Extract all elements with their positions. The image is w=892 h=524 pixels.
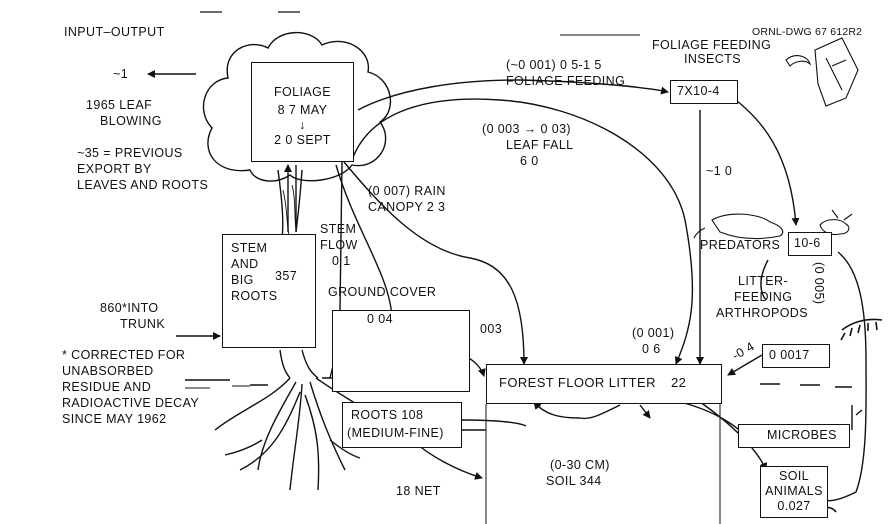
arthropods-label-3: ARTHROPODS: [716, 306, 808, 321]
predators-flux: (0 005): [811, 262, 826, 304]
foliage-may-value: 8 7 MAY: [252, 103, 353, 118]
foliage-arrow: ↓: [252, 118, 353, 133]
previous-export-2: EXPORT BY: [77, 162, 152, 177]
stem-flow-value: 0 1: [332, 254, 351, 269]
previous-export-1: ~35 = PREVIOUS: [77, 146, 183, 161]
ground-cover-value: 0 04: [367, 312, 393, 327]
ground-cover-label: GROUND COVER: [328, 285, 436, 300]
stem-label-4: ROOTS: [231, 289, 277, 304]
insect-sketch: [786, 38, 858, 106]
predators-label: PREDATORS: [700, 238, 780, 253]
insects-label-1: FOLIAGE FEEDING: [652, 38, 771, 53]
foliage-feeding-flux-2: FOLIAGE FEEDING: [506, 74, 625, 89]
insects-value: 7x10-4: [677, 84, 720, 99]
previous-export-3: LEAVES AND ROOTS: [77, 178, 208, 193]
arthropods-label-2: FEEDING: [734, 290, 792, 305]
footnote-1: * CORRECTED FOR: [62, 348, 185, 363]
trunk-input-2: TRUNK: [120, 317, 165, 332]
leaf-blowing-note-2: BLOWING: [100, 114, 162, 129]
footnote-4: RADIOACTIVE DECAY: [62, 396, 199, 411]
predators-box: 10-6: [788, 232, 832, 256]
stem-label-2: AND: [231, 257, 259, 272]
soil-animals-box: SOIL ANIMALS 0.027: [760, 466, 828, 518]
leaf-loss-value: ~1: [113, 67, 128, 82]
stem-box: STEM AND BIG ROOTS 357: [222, 234, 316, 348]
foliage-feeding-flux-1: (~0 001) 0 5-1 5: [506, 58, 602, 73]
insect-flux: ~1 0: [706, 164, 732, 179]
roots-net-flux: 18 NET: [396, 484, 441, 499]
foliage-box: FOLIAGE 8 7 MAY ↓ 2 0 SEPT: [251, 62, 354, 162]
page-title: INPUT–OUTPUT: [64, 25, 165, 40]
leaf-fall-1: (0 003 → 0 03): [482, 122, 571, 137]
soil-line-1: (0-30 cm): [550, 458, 610, 473]
trunk-input-1: 860*INTO: [100, 301, 159, 316]
litter-flux-1: (0 001): [632, 326, 674, 341]
stem-label-1: STEM: [231, 241, 267, 256]
stem-flow-2: FLOW: [320, 238, 358, 253]
roots-line-1: ROOTS 108: [351, 408, 423, 423]
foliage-sept-value: 2 0 SEPT: [252, 133, 353, 148]
litter-value: 22: [671, 375, 686, 390]
microbes-box: MICROBES: [738, 424, 850, 448]
arthropod-sketch: [841, 319, 882, 340]
arthropods-box: 0 0017: [762, 344, 830, 368]
arthropods-value: 0 0017: [769, 348, 810, 363]
stem-value: 357: [275, 269, 297, 284]
soil-line-2: SOIL 344: [546, 474, 602, 489]
soil-animals-label-2: ANIMALS: [761, 484, 827, 499]
insects-box: 7x10-4: [670, 80, 738, 104]
ground-cover-flux: 003: [480, 322, 502, 337]
stem-label-3: BIG: [231, 273, 254, 288]
leaf-blowing-note-1: 1965 LEAF: [86, 98, 152, 113]
foliage-label: FOLIAGE: [252, 85, 353, 100]
rain-canopy-2: CANOPY 2 3: [368, 200, 445, 215]
leaf-fall-2: LEAF FALL: [506, 138, 574, 153]
soil-animals-value: 0.027: [761, 499, 827, 514]
insects-label-2: INSECTS: [684, 52, 741, 67]
ground-cover-box: 0 04: [332, 310, 470, 392]
arthropods-label-1: LITTER-: [738, 274, 788, 289]
footnote-2: UNABSORBED: [62, 364, 154, 379]
rain-canopy-1: (0 007) RAIN: [368, 184, 446, 199]
litter-flux-2: 0 6: [642, 342, 661, 357]
roots-box: ROOTS 108 (MEDIUM-FINE): [342, 402, 462, 448]
microbes-label: MICROBES: [767, 428, 837, 443]
predators-value: 10-6: [794, 236, 821, 251]
footnote-5: SINCE MAY 1962: [62, 412, 167, 427]
litter-label: FOREST FLOOR LITTER: [499, 375, 656, 390]
soil-animals-label-1: SOIL: [761, 469, 827, 484]
stem-flow-1: STEM: [320, 222, 356, 237]
tree-trunk-outline: [278, 170, 302, 240]
roots-line-2: (MEDIUM-FINE): [347, 426, 444, 441]
footnote-3: RESIDUE AND: [62, 380, 151, 395]
litter-box: FOREST FLOOR LITTER 22: [486, 364, 722, 404]
leaf-fall-value: 6 0: [520, 154, 539, 169]
